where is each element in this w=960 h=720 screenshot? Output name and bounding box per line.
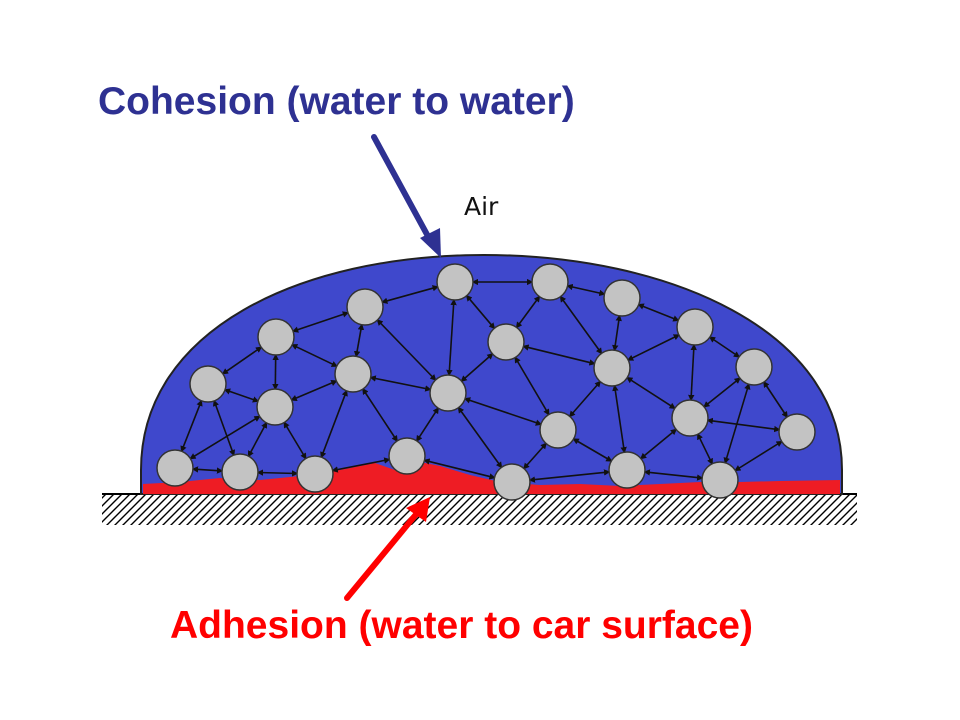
water-molecule-icon <box>429 374 467 412</box>
bond-arrow <box>523 442 547 470</box>
molecular-bonds <box>180 278 788 483</box>
bond-arrow <box>256 469 299 477</box>
car-surface <box>102 493 857 525</box>
bond-arrow <box>423 458 496 480</box>
bond-arrow <box>457 406 503 469</box>
water-molecule-icon <box>221 453 259 491</box>
water-molecule-icon <box>334 355 372 393</box>
bond-arrow <box>572 438 613 462</box>
water-molecule-icon <box>493 463 531 501</box>
bond-arrow <box>291 344 338 367</box>
bond-arrow <box>528 469 611 483</box>
bond-arrow <box>514 356 550 416</box>
bond-arrow <box>463 397 543 426</box>
adhesion-label: Adhesion (water to car surface) <box>170 604 753 647</box>
cohesion-arrow <box>371 134 441 258</box>
water-molecule-icon <box>257 318 295 356</box>
bond-arrow <box>362 387 398 443</box>
water-molecule-icon <box>189 365 227 403</box>
bond-arrow <box>626 377 676 409</box>
bond-arrow <box>734 440 783 472</box>
water-molecule-icon <box>603 279 641 317</box>
water-molecules <box>156 263 816 501</box>
water-molecule-icon <box>701 461 739 499</box>
bond-arrow <box>381 285 439 304</box>
air-label: Air <box>464 192 499 221</box>
water-molecule-icon <box>593 349 631 387</box>
bond-arrow <box>612 314 622 352</box>
water-molecule-icon <box>388 437 426 475</box>
bond-arrow <box>568 380 602 418</box>
bond-arrow <box>416 407 439 442</box>
cohesion-label: Cohesion (water to water) <box>98 80 575 123</box>
bond-arrow <box>247 421 268 458</box>
bond-arrow <box>223 388 260 403</box>
bond-arrow <box>559 295 603 355</box>
water-molecule-icon <box>608 451 646 489</box>
bond-arrow <box>465 294 496 330</box>
bond-arrow <box>688 343 697 402</box>
water-molecule-icon <box>487 323 525 361</box>
water-molecule-icon <box>539 411 577 449</box>
bond-arrow <box>191 466 224 474</box>
bond-arrow <box>637 303 680 322</box>
water-molecule-icon <box>436 263 474 301</box>
bond-arrow <box>369 375 432 392</box>
water-molecule-icon <box>156 449 194 487</box>
bond-arrow <box>763 380 788 419</box>
bond-arrow <box>353 323 365 358</box>
bond-arrow <box>612 384 627 454</box>
bond-arrow <box>283 421 307 460</box>
water-molecule-icon <box>676 308 714 346</box>
bond-arrow <box>643 469 704 481</box>
bond-arrow <box>639 428 678 460</box>
water-molecule-icon <box>778 413 816 451</box>
bond-arrow <box>626 334 681 361</box>
bond-arrow <box>221 346 263 375</box>
bond-arrow <box>446 298 457 377</box>
water-molecule-icon <box>296 455 334 493</box>
bond-arrow <box>376 319 437 381</box>
water-molecule-icon <box>256 388 294 426</box>
bond-arrow <box>320 389 348 459</box>
bond-arrow <box>291 311 350 333</box>
water-molecule-icon <box>346 288 384 326</box>
bond-arrow <box>703 377 741 408</box>
bond-arrow <box>515 295 541 329</box>
bond-arrow <box>706 417 781 433</box>
water-molecule-icon <box>531 263 569 301</box>
bond-arrow <box>708 336 741 358</box>
bond-arrow <box>522 344 596 366</box>
bond-arrow <box>566 283 606 297</box>
adhesion-arrow <box>344 497 430 601</box>
bond-arrow <box>331 457 391 473</box>
bond-arrow <box>290 380 338 401</box>
water-molecule-icon <box>735 348 773 386</box>
bond-arrow <box>697 433 713 465</box>
bond-arrow <box>460 353 494 382</box>
water-molecule-icon <box>671 399 709 437</box>
